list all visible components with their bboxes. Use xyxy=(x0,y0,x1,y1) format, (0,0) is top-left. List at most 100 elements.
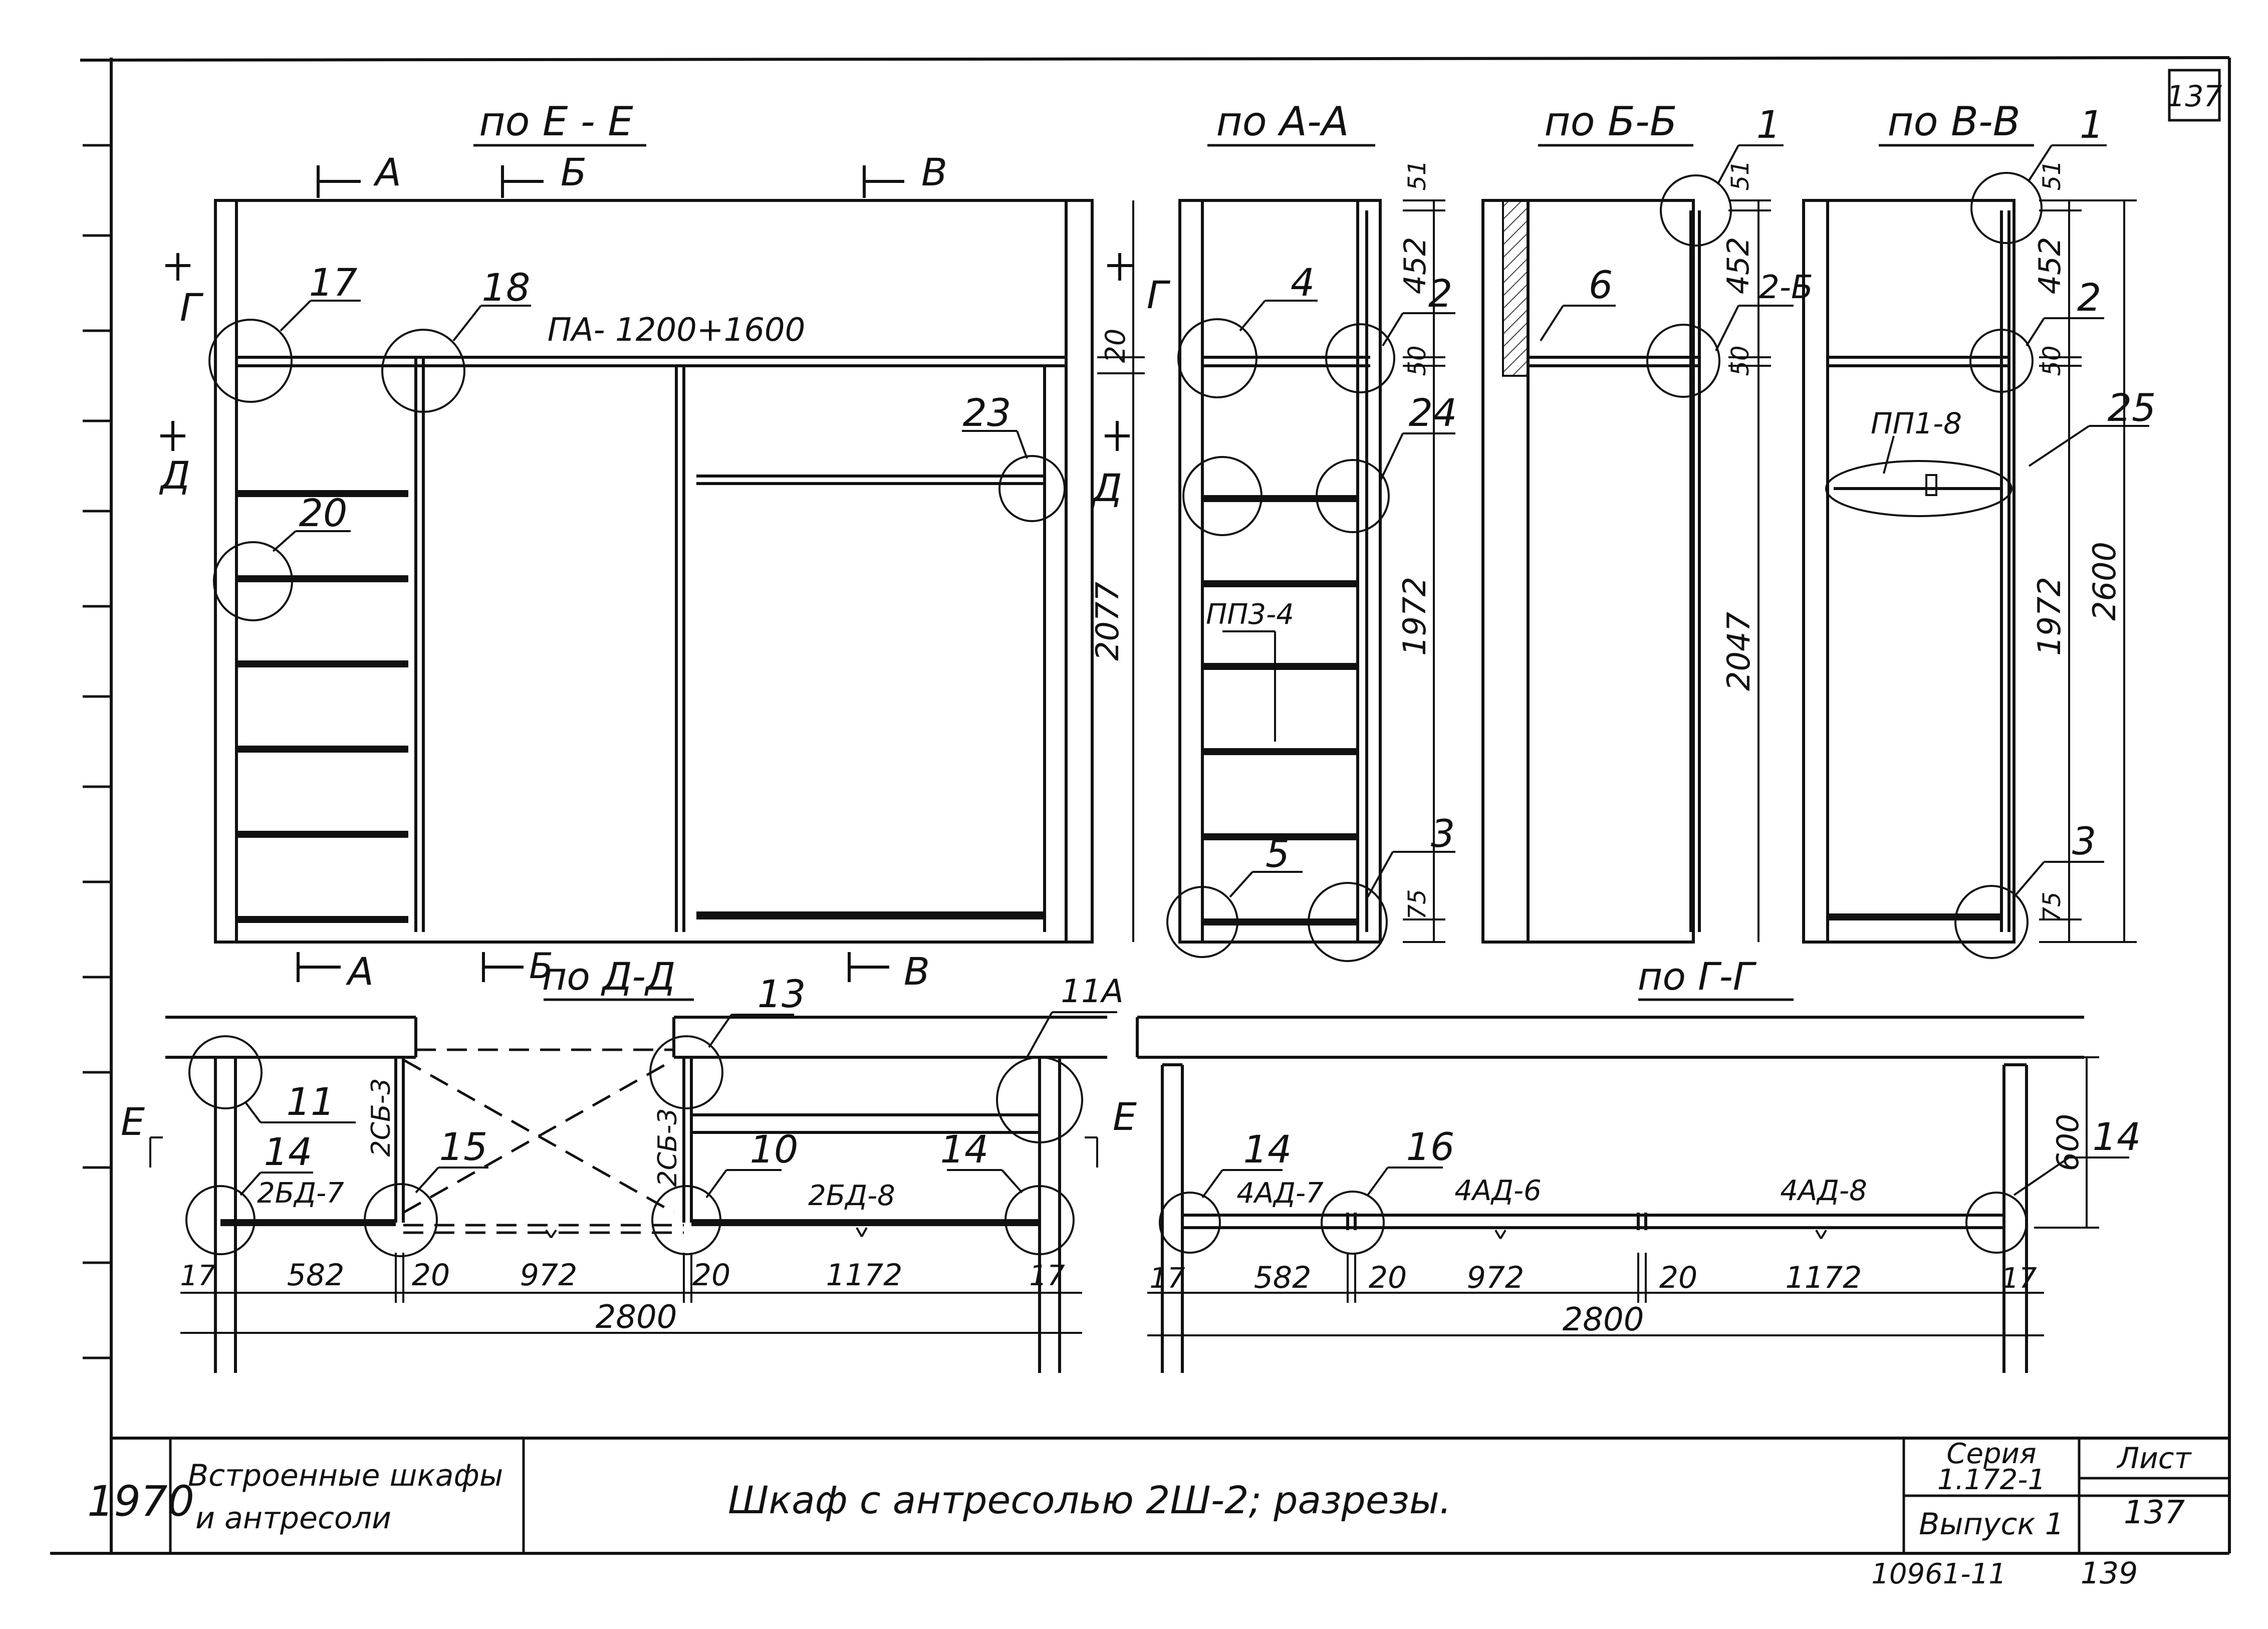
view-gg: по Г-Г xyxy=(1136,954,2141,1373)
dim-aa-51: 51 xyxy=(1403,160,1431,190)
dim-aa-452: 452 xyxy=(1398,237,1433,295)
callout-1-vv: 1 xyxy=(2080,102,2104,147)
view-title-dd: по Д-Д xyxy=(542,954,676,999)
callout-6: 6 xyxy=(1589,263,1613,307)
binding-ticks xyxy=(83,144,111,1359)
dim-gg-582: 582 xyxy=(1254,1260,1312,1295)
sheet-value: 137 xyxy=(2124,1494,2185,1531)
cut-label-v-top: В xyxy=(921,150,947,194)
callout-14-dd-right: 14 xyxy=(940,1127,989,1172)
wall-hatch xyxy=(1502,199,1529,377)
label-2bd7: 2БД-7 xyxy=(257,1177,344,1210)
cut-label-d-left: Д xyxy=(159,453,190,498)
callout-14-dd-left: 14 xyxy=(264,1129,313,1174)
dim-gg-972: 972 xyxy=(1467,1260,1525,1295)
note-pp3: ПП3-4 xyxy=(1206,598,1294,631)
cut-label-v-bottom: В xyxy=(904,949,930,994)
callout-25: 25 xyxy=(2108,385,2156,430)
callout-16: 16 xyxy=(1406,1124,1455,1169)
callout-10: 10 xyxy=(750,1127,799,1172)
label-4ad8: 4АД-8 xyxy=(1780,1175,1867,1207)
dim-2077: 2077 xyxy=(1089,582,1126,661)
callout-4: 4 xyxy=(1291,260,1315,305)
dim-gg-17-left: 17 xyxy=(1149,1262,1185,1295)
dim-vv-452: 452 xyxy=(2033,237,2068,295)
title-block: 1970 Встроенные шкафы и антресоли Шкаф с… xyxy=(87,1438,2229,1553)
note-pa: ПА- 1200+1600 xyxy=(548,312,806,349)
callout-17: 17 xyxy=(309,260,358,305)
dim-gg-total: 2800 xyxy=(1563,1301,1644,1338)
dim-vv-1972: 1972 xyxy=(2031,577,2068,656)
series-label: Серия xyxy=(1946,1438,2036,1470)
cut-label-e-left: Е xyxy=(121,1099,145,1144)
callout-5: 5 xyxy=(1266,831,1290,876)
cut-label-b-top: Б xyxy=(561,150,587,194)
issue: Выпуск 1 xyxy=(1919,1507,2064,1542)
dim-bb-51: 51 xyxy=(1726,160,1754,190)
cut-label-a-bottom: А xyxy=(345,949,374,994)
dim-dd-20-a: 20 xyxy=(412,1258,450,1293)
callout-20: 20 xyxy=(299,491,348,535)
archive-page: 139 xyxy=(2081,1556,2138,1591)
sheet-title: Шкаф с антресолью 2Ш-2; разрезы. xyxy=(728,1478,1451,1522)
callout-14-gg-right: 14 xyxy=(2093,1114,2141,1159)
view-vv: по В-В xyxy=(1802,98,2156,959)
cut-label-a-top: А xyxy=(373,150,401,194)
subject-line-1: Встроенные шкафы xyxy=(188,1458,503,1493)
cut-label-b-bottom: Б xyxy=(529,946,553,987)
sheet-frame xyxy=(50,56,2231,1555)
cut-label-d-right: Д xyxy=(1091,466,1122,510)
sheet-label: Лист xyxy=(2117,1441,2192,1475)
callout-2-vv: 2 xyxy=(2077,275,2101,320)
label-4ad7: 4АД-7 xyxy=(1236,1177,1324,1210)
dim-vv-51: 51 xyxy=(2038,160,2066,190)
view-title-bb: по Б-Б xyxy=(1544,98,1677,145)
label-2sb3-left: 2СБ-3 xyxy=(366,1078,396,1157)
note-pp1: ПП1-8 xyxy=(1871,406,1962,440)
dim-dd-total: 2800 xyxy=(596,1299,677,1336)
dim-bb-2047: 2047 xyxy=(1720,612,1757,691)
view-bb: по Б-Б 6 1 2-Б 51 452 50 2047 xyxy=(1481,98,1813,944)
dim-bb-50: 50 xyxy=(1726,345,1754,376)
label-4ad6: 4АД-6 xyxy=(1454,1175,1542,1207)
view-title-vv: по В-В xyxy=(1887,98,2020,145)
callout-3-vv: 3 xyxy=(2072,819,2096,863)
dim-dd-20-b: 20 xyxy=(692,1258,730,1293)
callout-24: 24 xyxy=(1409,390,1457,435)
sheet-number-corner: 137 xyxy=(2167,79,2222,113)
dim-vv-50: 50 xyxy=(2038,345,2066,376)
label-2bd8: 2БД-8 xyxy=(808,1180,895,1212)
callout-13: 13 xyxy=(758,972,806,1016)
archive-code: 10961-11 xyxy=(1871,1558,2006,1590)
cut-label-g-right: Г xyxy=(1147,273,1171,317)
series-value: 1.172-1 xyxy=(1937,1464,2046,1496)
dim-dd-972: 972 xyxy=(520,1258,578,1293)
dim-dd-17-right: 17 xyxy=(1029,1260,1065,1292)
dim-aa-50: 50 xyxy=(1403,345,1431,376)
view-ee: по Е - Е xyxy=(159,98,1171,994)
cut-label-g-left: Г xyxy=(180,285,204,330)
dim-bb-452: 452 xyxy=(1721,237,1756,295)
sheet-number-box: 137 xyxy=(2167,69,2222,122)
view-title-ee: по Е - Е xyxy=(479,98,633,145)
dim-aa-1972: 1972 xyxy=(1396,577,1433,656)
view-title-aa: по А-А xyxy=(1216,98,1349,145)
subject-line-2: и антресоли xyxy=(195,1501,391,1536)
dim-dd-582: 582 xyxy=(287,1258,345,1293)
view-aa: по А-А xyxy=(1166,98,1457,962)
callout-11: 11 xyxy=(287,1079,335,1124)
callout-15: 15 xyxy=(439,1124,488,1169)
dim-gg-20-a: 20 xyxy=(1369,1260,1407,1295)
dim-vv-2600: 2600 xyxy=(2086,542,2123,621)
dim-vv-75: 75 xyxy=(2038,891,2066,922)
dim-gg-17-right: 17 xyxy=(2001,1262,2037,1295)
callout-18: 18 xyxy=(482,265,531,310)
label-2sb3-right: 2СБ-3 xyxy=(653,1108,683,1187)
dim-dd-1172: 1172 xyxy=(826,1258,903,1293)
cut-label-e-right: Е xyxy=(1113,1094,1137,1139)
callout-23: 23 xyxy=(963,390,1012,435)
dim-aa-75: 75 xyxy=(1403,889,1431,919)
year: 1970 xyxy=(87,1477,194,1526)
callout-2-aa: 2 xyxy=(1428,271,1452,316)
